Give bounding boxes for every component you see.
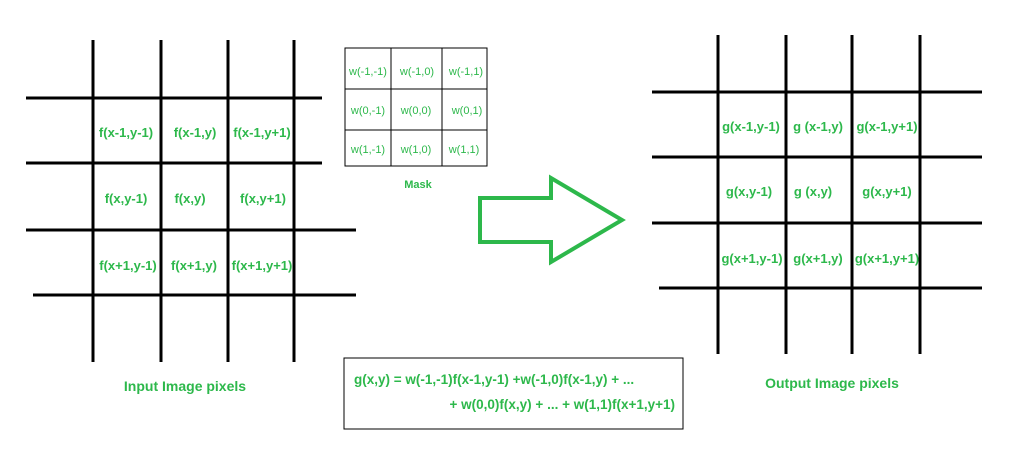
output-cell: g(x,y+1) <box>862 184 912 199</box>
mask-cell: w(-1,-1) <box>348 66 387 78</box>
mask-grid <box>344 47 488 167</box>
input-cell: f(x+1,y-1) <box>99 258 156 273</box>
input-grid-label: Input Image pixels <box>124 378 246 394</box>
output-cell: g(x+1,y) <box>793 251 843 266</box>
output-grid-cells: g(x-1,y-1) g (x-1,y) g(x-1,y+1) g(x,y-1)… <box>721 119 919 266</box>
input-cell: f(x-1,y+1) <box>233 125 290 140</box>
mask-cell: w(0,0) <box>400 105 432 117</box>
output-cell: g (x-1,y) <box>793 119 843 134</box>
output-grid-label: Output Image pixels <box>765 375 899 391</box>
output-cell: g(x-1,y-1) <box>722 119 780 134</box>
input-cell: f(x,y-1) <box>105 191 148 206</box>
mask-cell: w(1,-1) <box>350 144 385 156</box>
mask-label: Mask <box>404 179 432 191</box>
formula-line-1: g(x,y) = w(-1,-1)f(x-1,y-1) +w(-1,0)f(x-… <box>354 372 634 387</box>
output-cell: g(x+1,y-1) <box>721 251 782 266</box>
output-cell: g (x,y) <box>794 184 832 199</box>
mask-cell: w(0,-1) <box>350 105 385 117</box>
mask-cell: w(-1,1) <box>448 66 483 78</box>
output-cell: g(x-1,y+1) <box>856 119 917 134</box>
output-cell: g(x,y-1) <box>726 184 772 199</box>
right-arrow-icon <box>478 174 626 266</box>
mask-border <box>344 47 488 167</box>
output-grid <box>652 35 982 354</box>
mask-cell: w(1,0) <box>400 144 432 156</box>
mask-cell: w(1,1) <box>448 144 480 156</box>
formula-line-2: + w(0,0)f(x,y) + ... + w(1,1)f(x+1,y+1) <box>450 397 675 412</box>
mask-cells: w(-1,-1) w(-1,0) w(-1,1) w(0,-1) w(0,0) … <box>348 66 483 156</box>
mask-cell: w(0,1) <box>451 105 483 117</box>
input-cell: f(x+1,y) <box>171 258 217 273</box>
input-cell: f(x+1,y+1) <box>232 258 293 273</box>
input-cell: f(x-1,y-1) <box>99 125 153 140</box>
input-cell: f(x-1,y) <box>174 125 217 140</box>
input-cell: f(x,y+1) <box>240 191 286 206</box>
output-cell: g(x+1,y+1) <box>855 251 919 266</box>
mask-cell: w(-1,0) <box>399 66 434 78</box>
formula-box <box>343 357 684 430</box>
input-grid <box>26 40 356 362</box>
input-grid-cells: f(x-1,y-1) f(x-1,y) f(x-1,y+1) f(x,y-1) … <box>99 125 292 273</box>
input-cell: f(x,y) <box>174 191 205 206</box>
